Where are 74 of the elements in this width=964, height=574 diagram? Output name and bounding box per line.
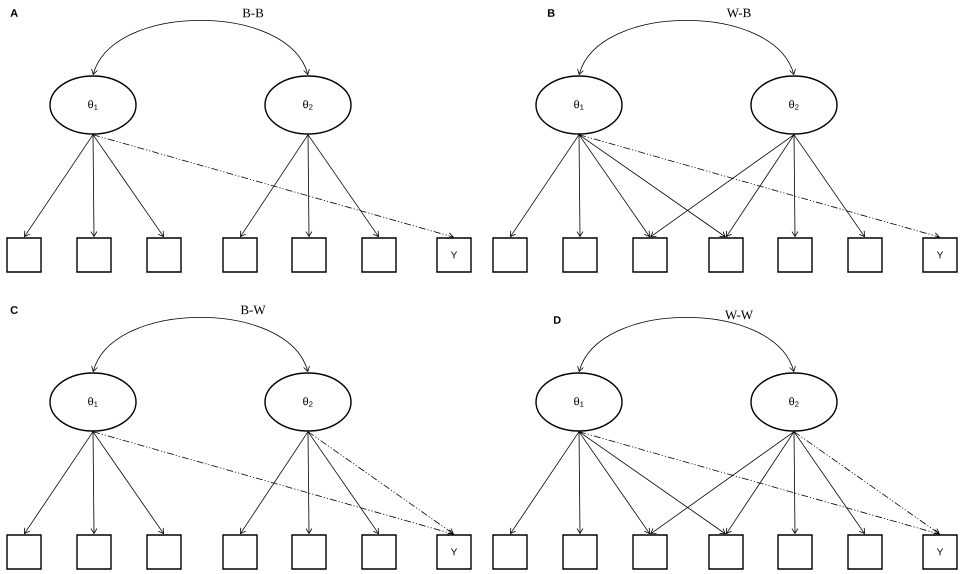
path-arrow xyxy=(90,134,98,238)
outcome-box: Y xyxy=(922,534,958,570)
path-arrow xyxy=(578,431,726,534)
path-arrow xyxy=(576,431,584,534)
indicator-box xyxy=(847,237,883,273)
indicator-box xyxy=(847,534,883,570)
indicator-box xyxy=(708,237,744,273)
path-arrow xyxy=(578,134,940,239)
indicator-box xyxy=(562,237,598,273)
path-arrow xyxy=(794,431,865,534)
path-arrow xyxy=(794,431,940,534)
indicator-box xyxy=(361,237,397,273)
indicator-box xyxy=(222,237,258,273)
outcome-box: Y xyxy=(436,534,472,570)
indicator-box xyxy=(76,237,112,273)
path-arrow xyxy=(578,431,650,534)
indicator-box xyxy=(6,237,42,273)
path-arrow xyxy=(240,134,308,238)
indicator-box xyxy=(492,534,528,570)
covariance-arrow xyxy=(91,316,310,372)
indicator-box xyxy=(361,534,397,570)
path-arrow xyxy=(792,134,798,238)
path-arrow xyxy=(90,431,98,534)
path-arrow xyxy=(576,134,584,238)
path-arrow xyxy=(240,431,308,534)
path-arrow xyxy=(726,134,794,238)
indicator-box xyxy=(632,237,668,273)
path-arrow xyxy=(306,134,312,238)
path-arrow xyxy=(510,134,580,238)
indicator-box xyxy=(291,237,327,273)
path-arrow xyxy=(24,134,94,238)
panel-title: W-W xyxy=(725,310,753,320)
covariance-arrow xyxy=(577,20,796,76)
indicator-box xyxy=(492,237,528,273)
path-arrow xyxy=(792,431,798,534)
indicator-box xyxy=(6,534,42,570)
covariance-arrow xyxy=(91,20,310,76)
path-arrow xyxy=(794,134,865,238)
path-arrow xyxy=(308,431,379,534)
path-arrow xyxy=(308,431,454,534)
path-arrow xyxy=(24,431,94,534)
indicator-box xyxy=(222,534,258,570)
panel-title: B-W xyxy=(240,306,266,314)
indicator-box xyxy=(291,534,327,570)
path-arrow xyxy=(306,431,312,534)
panel-letter: C xyxy=(10,306,18,314)
indicator-box xyxy=(632,534,668,570)
path-arrow xyxy=(92,134,454,239)
panel-letter: A xyxy=(10,9,18,17)
covariance-arrow xyxy=(577,316,796,372)
indicator-box xyxy=(777,237,813,273)
panel-title: B-B xyxy=(242,8,264,18)
path-arrow xyxy=(92,134,164,238)
panel-letter: D xyxy=(554,316,561,324)
path-arrow xyxy=(578,134,726,238)
indicator-box xyxy=(76,534,112,570)
indicator-box xyxy=(146,237,182,273)
indicator-box xyxy=(146,534,182,570)
outcome-box: Y xyxy=(922,237,958,273)
path-arrow xyxy=(578,431,940,536)
path-arrow xyxy=(726,431,794,534)
path-arrow xyxy=(650,431,794,534)
panel-title: W-B xyxy=(726,8,751,18)
indicator-box xyxy=(708,534,744,570)
outcome-box: Y xyxy=(436,237,472,273)
path-arrow xyxy=(92,431,454,536)
path-arrow xyxy=(92,431,164,534)
path-arrow xyxy=(650,134,794,238)
indicator-box xyxy=(777,534,813,570)
panel-letter: B xyxy=(548,9,555,17)
path-arrow xyxy=(578,134,650,238)
indicator-box xyxy=(562,534,598,570)
path-arrow xyxy=(510,431,580,534)
path-arrow xyxy=(308,134,379,238)
